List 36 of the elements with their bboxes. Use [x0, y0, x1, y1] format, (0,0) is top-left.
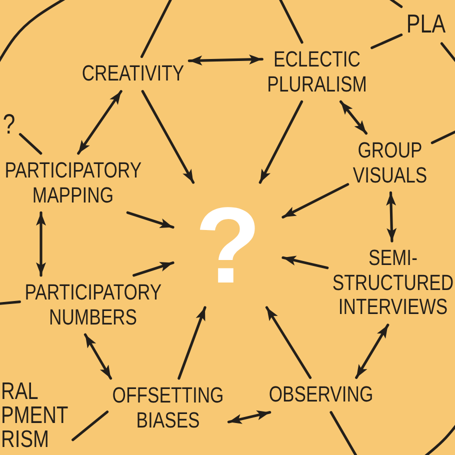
connector-line: [430, 128, 455, 144]
concept-label: CREATIVITY: [82, 62, 184, 86]
double-arrow: [339, 100, 368, 135]
concept-label: ECLECTIC PLURALISM: [267, 47, 367, 97]
arrow: [282, 256, 329, 270]
concept-label: SEMI-STRUCTURED INTERVIEWS: [332, 246, 454, 320]
double-arrow: [36, 211, 46, 277]
connector-line: [330, 411, 360, 455]
double-arrow: [77, 90, 122, 155]
concept-label: ?: [2, 108, 16, 140]
double-arrow: [188, 54, 264, 66]
concept-label: PLA: [406, 9, 446, 39]
connector-line: [370, 34, 403, 50]
concept-label: OFFSETTING BIASES: [112, 383, 224, 433]
connector-line: [0, 300, 21, 306]
arrow: [141, 90, 195, 184]
arrow: [265, 306, 312, 379]
connector-line: [18, 133, 42, 155]
connector-line: [72, 410, 109, 442]
connector-line: [278, 0, 304, 44]
double-arrow: [386, 191, 397, 242]
double-arrow: [227, 410, 272, 424]
concept-label: GROUP VISUALS: [352, 138, 428, 188]
connector-line: [140, 0, 174, 58]
arrow: [178, 306, 206, 380]
double-arrow: [355, 324, 390, 379]
arrow: [258, 100, 304, 184]
arrow: [132, 261, 174, 277]
concept-label: PARTICIPATORY NUMBERS: [24, 280, 162, 330]
double-arrow: [84, 333, 112, 380]
question-mark: ?: [195, 204, 261, 286]
concept-label: PARTICIPATORY MAPPING: [4, 158, 142, 208]
concept-label: OBSERVING: [268, 382, 374, 408]
arrow: [126, 211, 174, 229]
arrow: [282, 183, 350, 218]
concept-label: RAL PMENT RISM: [1, 380, 68, 452]
